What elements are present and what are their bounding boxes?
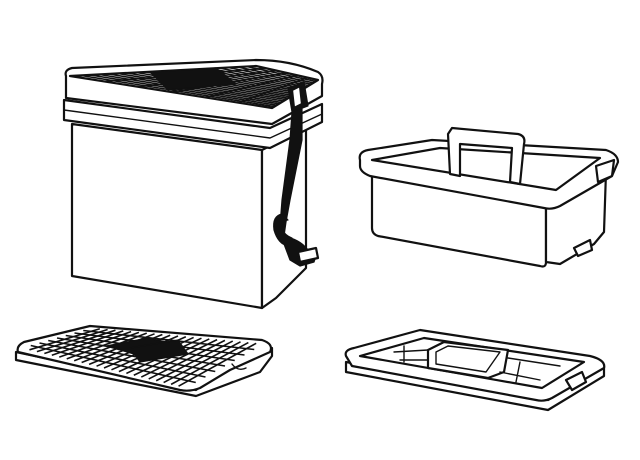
grid-line [59, 330, 132, 358]
grid-line [178, 342, 257, 387]
seat-box-assembled [62, 58, 324, 310]
latch-plate [290, 84, 304, 110]
grid-line [170, 341, 249, 386]
grid-line [36, 328, 108, 353]
strap-buckle [296, 246, 320, 264]
grid-lid [14, 324, 274, 398]
grid-line [205, 74, 298, 99]
box-body [70, 122, 264, 310]
grid-line [148, 339, 226, 380]
insert-handle-notch [564, 370, 588, 392]
strap-loop-icon [273, 213, 293, 247]
tray-corner-tab [594, 158, 616, 184]
grid-line [163, 341, 241, 384]
tray-opening [370, 146, 602, 192]
carry-tray-with-handle [358, 126, 620, 268]
grid-line [140, 338, 218, 378]
tray-front-wall [370, 172, 548, 268]
insert-divider-left [393, 345, 429, 363]
grid-line [29, 327, 101, 351]
insert-center-compartment-inner [435, 345, 501, 373]
lid-center-pad-lower [129, 339, 189, 363]
compartment-insert-tray [344, 328, 606, 412]
tray-handle-grip [459, 143, 513, 149]
tray-foot [572, 238, 594, 258]
grid-line [238, 76, 308, 104]
lid-notch [231, 363, 247, 371]
grid-line [51, 330, 124, 357]
lid-top-center-pad [149, 67, 237, 91]
grid-line [155, 340, 234, 382]
box-rim-inner-line [63, 109, 323, 139]
insert-divider-right [499, 357, 561, 383]
grid-line [44, 329, 116, 355]
grid-line [66, 331, 140, 360]
